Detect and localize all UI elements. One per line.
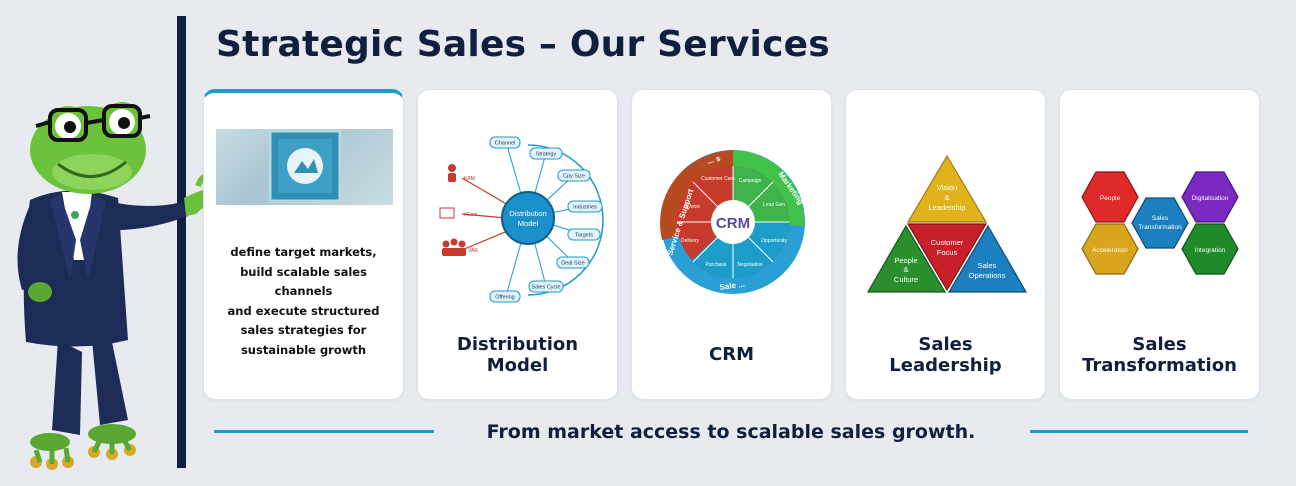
triangle-label: Customer <box>931 238 964 247</box>
triangle-label: Operations <box>969 271 1006 280</box>
crm-segment: Negotiation <box>737 262 763 268</box>
diagram-node: Channel <box>495 141 516 147</box>
page-title: Strategic Sales – Our Services <box>216 24 830 65</box>
diagram-node: Strategy <box>536 152 557 158</box>
description-line: build scalable sales channels <box>240 264 367 299</box>
crm-segment: Lead Gen <box>763 202 785 208</box>
diagram-node: Sales Cycle <box>531 285 560 291</box>
hexagon-label: Transformation <box>1138 224 1182 231</box>
triangle-label: Leadership <box>928 203 965 212</box>
crm-center-label: CRM <box>716 215 750 232</box>
crm-segment: Purchase <box>705 262 726 268</box>
description-line: and execute structured <box>227 303 380 318</box>
footer-line-left <box>214 430 434 433</box>
hexagon-label: People <box>1100 195 1121 202</box>
diagram-center-label: Model <box>518 219 539 228</box>
triangle-label: & <box>944 193 949 202</box>
vertical-divider-bar <box>177 16 186 468</box>
service-card-sales-leadership[interactable]: Vision & Leadership Customer Focus Peopl… <box>845 89 1046 400</box>
crm-outer-label: Sale ... <box>719 280 745 292</box>
overview-image <box>216 129 393 205</box>
triangle-label: Focus <box>937 248 958 257</box>
crm-segment: Opportunity <box>761 238 787 244</box>
service-card-crm[interactable]: CRM Customer Care Campaign Lead Gen Oppo… <box>631 89 832 400</box>
card-title: Sales Transformation <box>1082 334 1237 376</box>
diagram-node: Offering <box>495 295 514 301</box>
footer-line-right <box>1030 430 1248 433</box>
description-line: sales strategies for <box>240 323 367 337</box>
description-line: define target markets, <box>230 245 377 259</box>
leadership-triangle-diagram: Vision & Leadership Customer Focus Peopl… <box>866 154 1028 293</box>
card-title: Distribution Model <box>456 334 579 376</box>
diagram-node: Industries <box>573 205 597 211</box>
crm-segment: Campaign <box>739 178 762 184</box>
crm-cycle-diagram: CRM Customer Care Campaign Lead Gen Oppo… <box>659 150 805 294</box>
hexagon-label: Digitalisation <box>1192 195 1229 202</box>
service-card-overview: define target markets, build scalable sa… <box>203 89 404 400</box>
description-line: sustainable growth <box>240 342 367 357</box>
triangle-label: Vision <box>937 183 957 192</box>
crm-segment: Invoice <box>684 204 700 210</box>
card-title: Sales Leadership <box>889 334 1002 376</box>
service-card-distribution-model[interactable]: Distribution Model Channel Strategy Cpy … <box>417 89 618 400</box>
distribution-model-diagram: Distribution Model Channel Strategy Cpy … <box>439 136 604 303</box>
diagram-person-label: KAM <box>464 176 475 182</box>
transformation-hexagon-diagram: People Acceleration Digitalisation Integ… <box>1081 171 1239 275</box>
crm-outer-label: ... s <box>706 154 722 166</box>
diagram-person-label: VAR <box>468 248 478 254</box>
hexagon-label: Sales <box>1152 215 1169 222</box>
triangle-label: Culture <box>894 275 918 284</box>
triangle-label: People <box>894 256 917 265</box>
diagram-node: Deal Size <box>561 261 585 267</box>
card-title: CRM <box>709 344 754 365</box>
hexagon-label: Integration <box>1195 247 1226 254</box>
diagram-node: Cpy Size <box>563 174 585 180</box>
diagram-center-label: Distribution <box>509 209 547 218</box>
hexagon-label: Acceleration <box>1092 247 1128 254</box>
crm-segment: Delivery <box>681 238 700 244</box>
frog-mascot-illustration <box>17 102 243 470</box>
diagram-person-label: oCom <box>464 212 477 218</box>
diagram-node: Targets <box>575 233 593 239</box>
triangle-label: Sales <box>978 261 997 270</box>
service-card-sales-transformation[interactable]: People Acceleration Digitalisation Integ… <box>1059 89 1260 400</box>
crm-segment: Customer Care <box>701 176 735 182</box>
footer-tagline: From market access to scalable sales gro… <box>486 421 976 443</box>
triangle-label: & <box>903 265 908 274</box>
